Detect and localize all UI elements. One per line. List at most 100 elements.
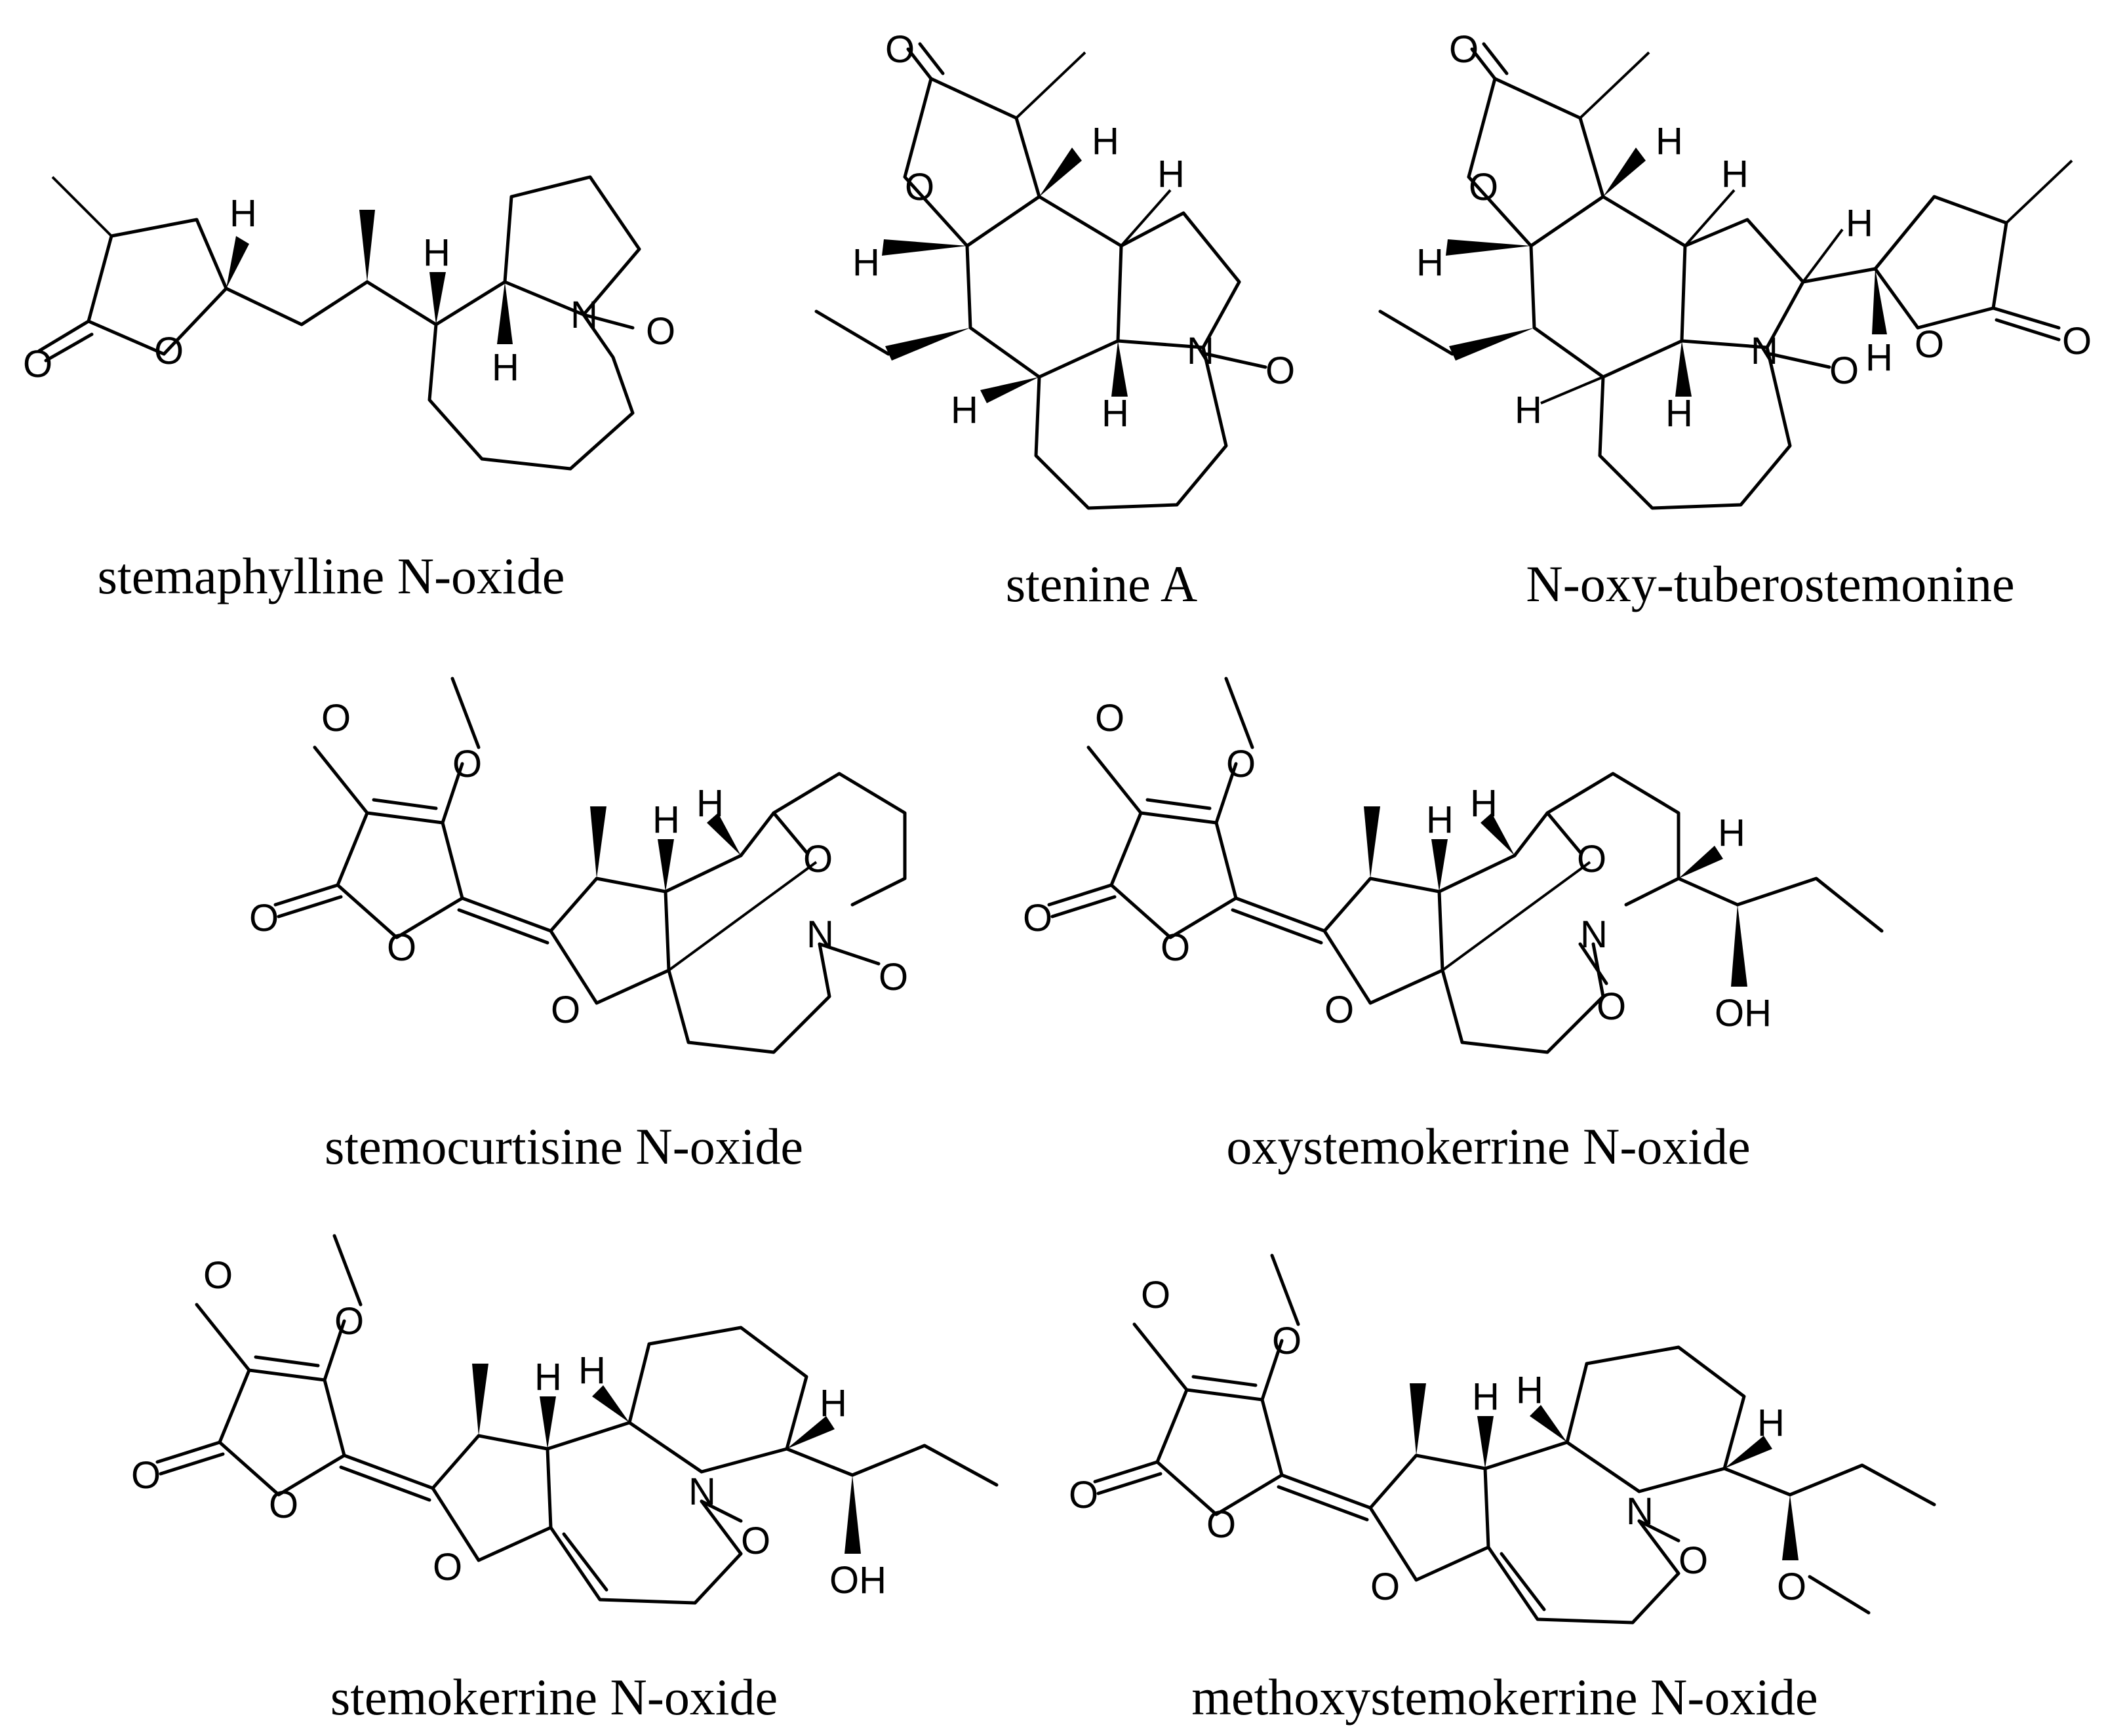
wedge-bond	[540, 1396, 556, 1449]
atom-oxygen: O	[1777, 1566, 1806, 1608]
wedge-bond	[226, 236, 249, 288]
hashed-methyl-bond	[51, 176, 113, 237]
atom-hydroxyl: OH	[829, 1559, 886, 1602]
atom-hydrogen: H	[1426, 799, 1454, 841]
wedge-bond	[1446, 239, 1531, 256]
wedge-bond	[1481, 813, 1515, 856]
wedge-bond	[592, 1385, 629, 1423]
atom-oxygen: O	[885, 28, 915, 71]
atom-hydrogen: H	[1656, 120, 1683, 163]
compound-label-oxystemokerrine-n-oxide: oxystemokerrine N-oxide	[1226, 1118, 1751, 1175]
wedge-bond	[1675, 341, 1692, 397]
atom-oxygen: O	[433, 1546, 462, 1588]
wedge-bond	[845, 1475, 861, 1554]
atom-oxygen: O	[452, 743, 482, 785]
atom-nitrogen: N	[1751, 330, 1778, 372]
atom-oxygen: O	[1069, 1474, 1098, 1516]
atom-hydrogen: H	[492, 346, 519, 389]
wedge-bond	[658, 839, 674, 892]
atom-oxygen: O	[1449, 28, 1479, 71]
compound-label-n-oxy-tuberostemonine: N-oxy-tuberostemonine	[1526, 555, 2015, 612]
atom-oxygen: O	[1272, 1320, 1302, 1362]
atom-hydroxyl: OH	[1715, 992, 1772, 1035]
atom-oxygen: O	[269, 1484, 298, 1526]
atom-oxygen: O	[1141, 1274, 1170, 1316]
atom-oxygen: O	[1324, 989, 1354, 1031]
atom-nitrogen: N	[1626, 1490, 1654, 1533]
atom-hydrogen: H	[1102, 392, 1129, 435]
structure-oxystemokerrine-n-oxide: O O O O O H H O N O H OH	[1023, 677, 1884, 1054]
wedge-bond	[1111, 341, 1128, 397]
compound-label-methoxystemokerrine-n-oxide: methoxystemokerrine N-oxide	[1191, 1668, 1818, 1726]
atom-oxygen: O	[203, 1254, 233, 1297]
atom-hydrogen: H	[951, 389, 978, 431]
structure-stenine-a: O O H H H H H N O	[814, 28, 1295, 510]
atom-hydrogen: H	[1865, 336, 1893, 379]
wedge-bond	[1530, 1405, 1567, 1442]
structure-stemaphylline-n-oxide: O O H H H N O	[23, 175, 675, 471]
wedge-bond	[1782, 1495, 1799, 1560]
atom-hydrogen: H	[852, 241, 880, 284]
wedge-bond	[1603, 148, 1646, 197]
wedge-bond	[1872, 269, 1887, 334]
atom-oxygen: O	[1577, 838, 1606, 880]
atom-oxygen: O	[1095, 697, 1124, 740]
wedge-bond	[1431, 839, 1448, 892]
wedge-bond	[1449, 328, 1534, 361]
atom-oxygen: O	[334, 1300, 364, 1343]
wedge-bond	[1410, 1383, 1426, 1455]
atom-hydrogen: H	[1516, 1369, 1543, 1411]
atom-oxygen: O	[741, 1520, 770, 1562]
atom-oxygen: O	[1915, 323, 1944, 366]
atom-nitrogen: N	[1187, 330, 1214, 372]
structure-methoxystemokerrine-n-oxide: O O O O O H H N O H O	[1069, 1253, 1936, 1625]
atom-nitrogen: N	[688, 1470, 716, 1513]
wedge-bond	[980, 377, 1039, 403]
atom-oxygen: O	[1206, 1503, 1236, 1546]
wedge-bond	[1724, 1436, 1772, 1469]
atom-hydrogen: H	[820, 1382, 847, 1425]
atom-hydrogen: H	[534, 1356, 562, 1398]
atom-hydrogen: H	[229, 192, 257, 235]
atom-oxygen: O	[803, 838, 833, 880]
atom-hydrogen: H	[1515, 389, 1542, 431]
atom-oxygen: O	[1023, 897, 1052, 939]
atom-hydrogen: H	[1472, 1375, 1500, 1418]
atom-oxygen: O	[1597, 985, 1626, 1028]
wedge-bond	[1731, 905, 1747, 987]
atom-oxygen: O	[1161, 926, 1190, 969]
compound-label-stenine-a: stenine A	[1005, 555, 1198, 612]
atom-oxygen: O	[131, 1454, 161, 1497]
wedge-bond	[1679, 846, 1723, 878]
atom-nitrogen: N	[570, 294, 598, 336]
atom-hydrogen: H	[1721, 153, 1749, 195]
atom-oxygen: O	[1226, 743, 1256, 785]
structure-stemokerrine-n-oxide: O O O O O H H N O H OH	[131, 1234, 999, 1605]
compound-label-stemaphylline-n-oxide: stemaphylline N-oxide	[97, 547, 565, 604]
atom-oxygen: O	[1679, 1539, 1708, 1582]
structure-n-oxy-tuberostemonine: O O H H H H H N O H H O O	[1378, 28, 2092, 510]
atom-oxygen: O	[387, 926, 416, 969]
atom-nitrogen: N	[806, 913, 834, 956]
wedge-bond	[472, 1364, 488, 1436]
wedge-bond	[1364, 806, 1380, 878]
atom-oxygen: O	[249, 897, 279, 939]
atom-oxygen: O	[154, 330, 184, 372]
atom-hydrogen: H	[696, 782, 724, 825]
atom-hydrogen: H	[652, 799, 680, 841]
wedge-bond	[707, 813, 741, 856]
compound-label-stemokerrine-n-oxide: stemokerrine N-oxide	[330, 1668, 778, 1726]
atom-hydrogen: H	[423, 231, 450, 274]
wedge-bond	[885, 328, 970, 361]
atom-oxygen: O	[905, 166, 934, 208]
atom-hydrogen: H	[1416, 241, 1444, 284]
structure-stemocurtisine-n-oxide: O O O O O H H O N O	[249, 677, 908, 1054]
atom-oxygen: O	[646, 310, 675, 353]
wedge-bond	[429, 272, 446, 325]
atom-oxygen: O	[1370, 1566, 1400, 1608]
wedge-bond	[882, 239, 967, 256]
atom-oxygen: O	[2062, 320, 2092, 363]
atom-hydrogen: H	[1757, 1402, 1785, 1444]
atom-hydrogen: H	[578, 1349, 606, 1392]
